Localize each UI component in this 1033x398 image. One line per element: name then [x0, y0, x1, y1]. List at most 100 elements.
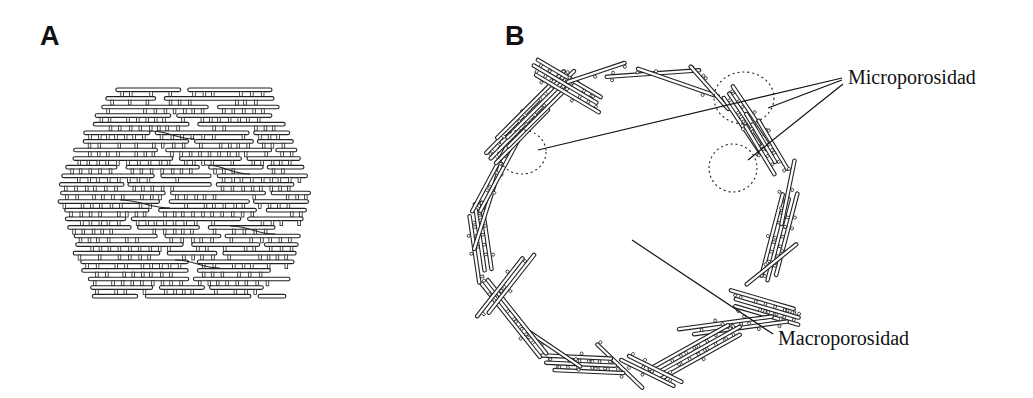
adsorbed-particle	[778, 190, 782, 194]
clay-platelet	[566, 61, 627, 84]
interlayer-bond	[77, 178, 80, 183]
interlayer-bond	[215, 289, 218, 294]
interlayer-bond	[194, 221, 197, 226]
adsorbed-particle	[741, 127, 745, 131]
interlayer-bond	[96, 272, 99, 277]
interlayer-bond	[85, 186, 88, 191]
adsorbed-particle	[482, 279, 486, 283]
interlayer-bond	[777, 160, 781, 164]
clay-platelet	[93, 122, 189, 126]
interlayer-bond	[237, 143, 240, 148]
interlayer-bond	[123, 272, 126, 277]
clay-platelet	[62, 174, 155, 178]
interlayer-bond	[221, 272, 224, 277]
interlayer-bond	[108, 246, 111, 251]
adsorbed-particle	[488, 292, 492, 296]
interlayer-bond	[223, 246, 226, 251]
interlayer-bond	[251, 186, 254, 191]
interlayer-bond	[211, 160, 214, 165]
clay-platelet	[267, 165, 304, 169]
interlayer-bond	[129, 126, 132, 131]
interlayer-bond	[285, 264, 288, 269]
interlayer-bond	[126, 212, 129, 217]
interlayer-bond	[281, 152, 284, 157]
adsorbed-particle	[580, 352, 583, 355]
interlayer-bond	[141, 264, 144, 269]
leader-line	[538, 78, 842, 150]
interlayer-bond	[166, 126, 169, 131]
interlayer-bond	[117, 152, 120, 157]
adsorbed-particle	[594, 367, 597, 370]
adsorbed-particle	[782, 168, 786, 172]
interlayer-bond	[177, 126, 180, 131]
adsorbed-particle	[538, 97, 542, 101]
interlayer-bond	[241, 212, 244, 217]
interlayer-bond	[296, 195, 299, 200]
interlayer-bond	[255, 100, 258, 105]
interlayer-bond	[213, 126, 216, 131]
interlayer-bond	[221, 212, 224, 217]
interlayer-bond	[143, 135, 146, 140]
interlayer-bond	[242, 135, 245, 140]
adsorbed-particle	[739, 295, 743, 299]
clay-platelet	[74, 234, 157, 238]
interlayer-bond	[218, 152, 221, 157]
clay-platelet	[61, 191, 166, 195]
interlayer-bond	[286, 195, 289, 200]
interlayer-bond	[117, 160, 120, 165]
interlayer-bond	[118, 255, 121, 260]
interlayer-bond	[189, 152, 192, 157]
interlayer-bond	[89, 212, 92, 217]
interlayer-bond	[129, 246, 132, 251]
clay-platelet	[188, 88, 272, 92]
clay-platelet	[534, 73, 601, 115]
interlayer-bond	[137, 178, 140, 183]
interlayer-bond	[238, 272, 241, 277]
clay-platelet	[161, 174, 211, 178]
adsorbed-particle	[736, 111, 740, 115]
clay-platelet	[531, 63, 598, 105]
interlayer-bond	[234, 203, 237, 208]
interlayer-bond	[223, 203, 226, 208]
interlayer-bond	[267, 264, 270, 269]
interlayer-bond	[223, 169, 226, 174]
interlayer-bond	[265, 152, 268, 157]
adsorbed-particle	[631, 352, 635, 356]
interlayer-bond	[139, 126, 142, 131]
interlayer-bond	[131, 281, 134, 286]
interlayer-bond	[185, 195, 188, 200]
interlayer-bond	[109, 126, 112, 131]
interlayer-bond	[201, 117, 204, 122]
interlayer-bond	[291, 212, 294, 217]
interlayer-bond	[97, 160, 100, 165]
adsorbed-particle	[539, 80, 543, 84]
interlayer-bond	[261, 238, 264, 243]
interlayer-bond	[202, 135, 205, 140]
interlayer-bond	[76, 195, 79, 200]
interlayer-bond	[282, 169, 285, 174]
clay-platelet	[553, 368, 625, 375]
clay-platelet	[486, 253, 536, 315]
interlayer-bond	[271, 221, 274, 226]
interlayer-bond	[288, 178, 291, 183]
interlayer-bond	[182, 289, 185, 294]
interlayer-bond	[73, 229, 76, 234]
adsorbed-particle	[499, 289, 503, 293]
interlayer-bond	[137, 117, 140, 122]
interlayer-bond	[161, 143, 164, 148]
interlayer-bond	[93, 281, 96, 286]
interlayer-bond	[125, 238, 128, 243]
clay-platelet	[128, 183, 211, 187]
interlayer-bond	[129, 92, 132, 97]
interlayer-bond	[253, 109, 256, 114]
interlayer-bond	[154, 221, 157, 226]
clay-platelet	[744, 242, 798, 287]
interlayer-bond	[267, 255, 270, 260]
clay-platelet	[271, 191, 310, 195]
interlayer-bond	[99, 169, 102, 174]
interlayer-bond	[163, 117, 166, 122]
interlayer-bond	[480, 275, 484, 278]
interlayer-bond	[208, 152, 211, 157]
interlayer-bond	[262, 143, 265, 148]
clay-platelet	[247, 157, 300, 161]
